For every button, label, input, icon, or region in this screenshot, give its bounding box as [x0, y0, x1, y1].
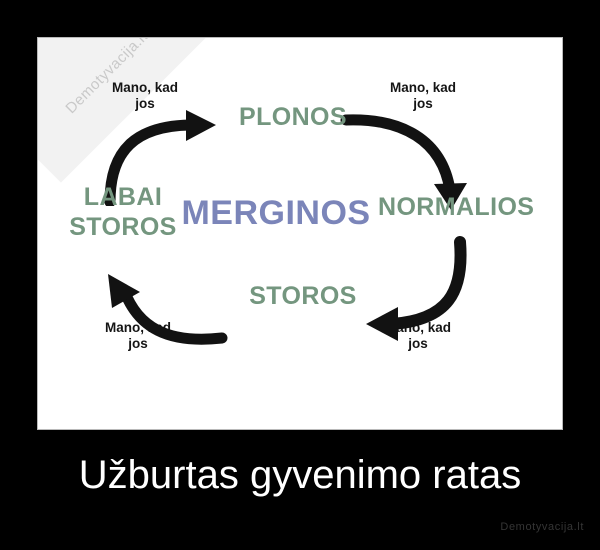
poster-image-frame: Demotyvacija.lt Mano, kad jos Mano, kad … [37, 37, 563, 430]
note-top-left-line1: Mano, kad [111, 80, 178, 95]
note-top-right-line1: Mano, kad [389, 80, 456, 95]
stage-label-plonos: PLONOS [239, 103, 347, 131]
note-top-right-line2: jos [413, 96, 433, 112]
note-bottom-right: Mano, kad jos [363, 320, 473, 353]
note-top-left-line2: jos [135, 96, 155, 112]
note-bottom-right-line2: jos [408, 336, 428, 352]
stage-label-labai-storos: LABAI STOROS [48, 182, 198, 242]
stage-label-normalios: NORMALIOS [378, 193, 535, 221]
stage-label-labai-storos-line2: STOROS [69, 213, 177, 241]
stage-label-storos: STOROS [249, 282, 357, 310]
center-label-merginos: MERGINOS [181, 194, 371, 232]
note-bottom-right-line1: Mano, kad [384, 320, 451, 335]
note-top-right: Mano, kad jos [368, 80, 478, 113]
note-bottom-left-line1: Mano, kad [104, 320, 171, 335]
note-bottom-left: Mano, kad jos [83, 320, 193, 353]
poster-source-credit: Demotyvacija.lt [500, 521, 584, 533]
note-bottom-left-line2: jos [128, 336, 148, 352]
poster-caption-title: Užburtas gyvenimo ratas [78, 453, 522, 497]
note-top-left: Mano, kad jos [90, 80, 200, 113]
stage-label-labai-storos-line1: LABAI [83, 183, 163, 211]
